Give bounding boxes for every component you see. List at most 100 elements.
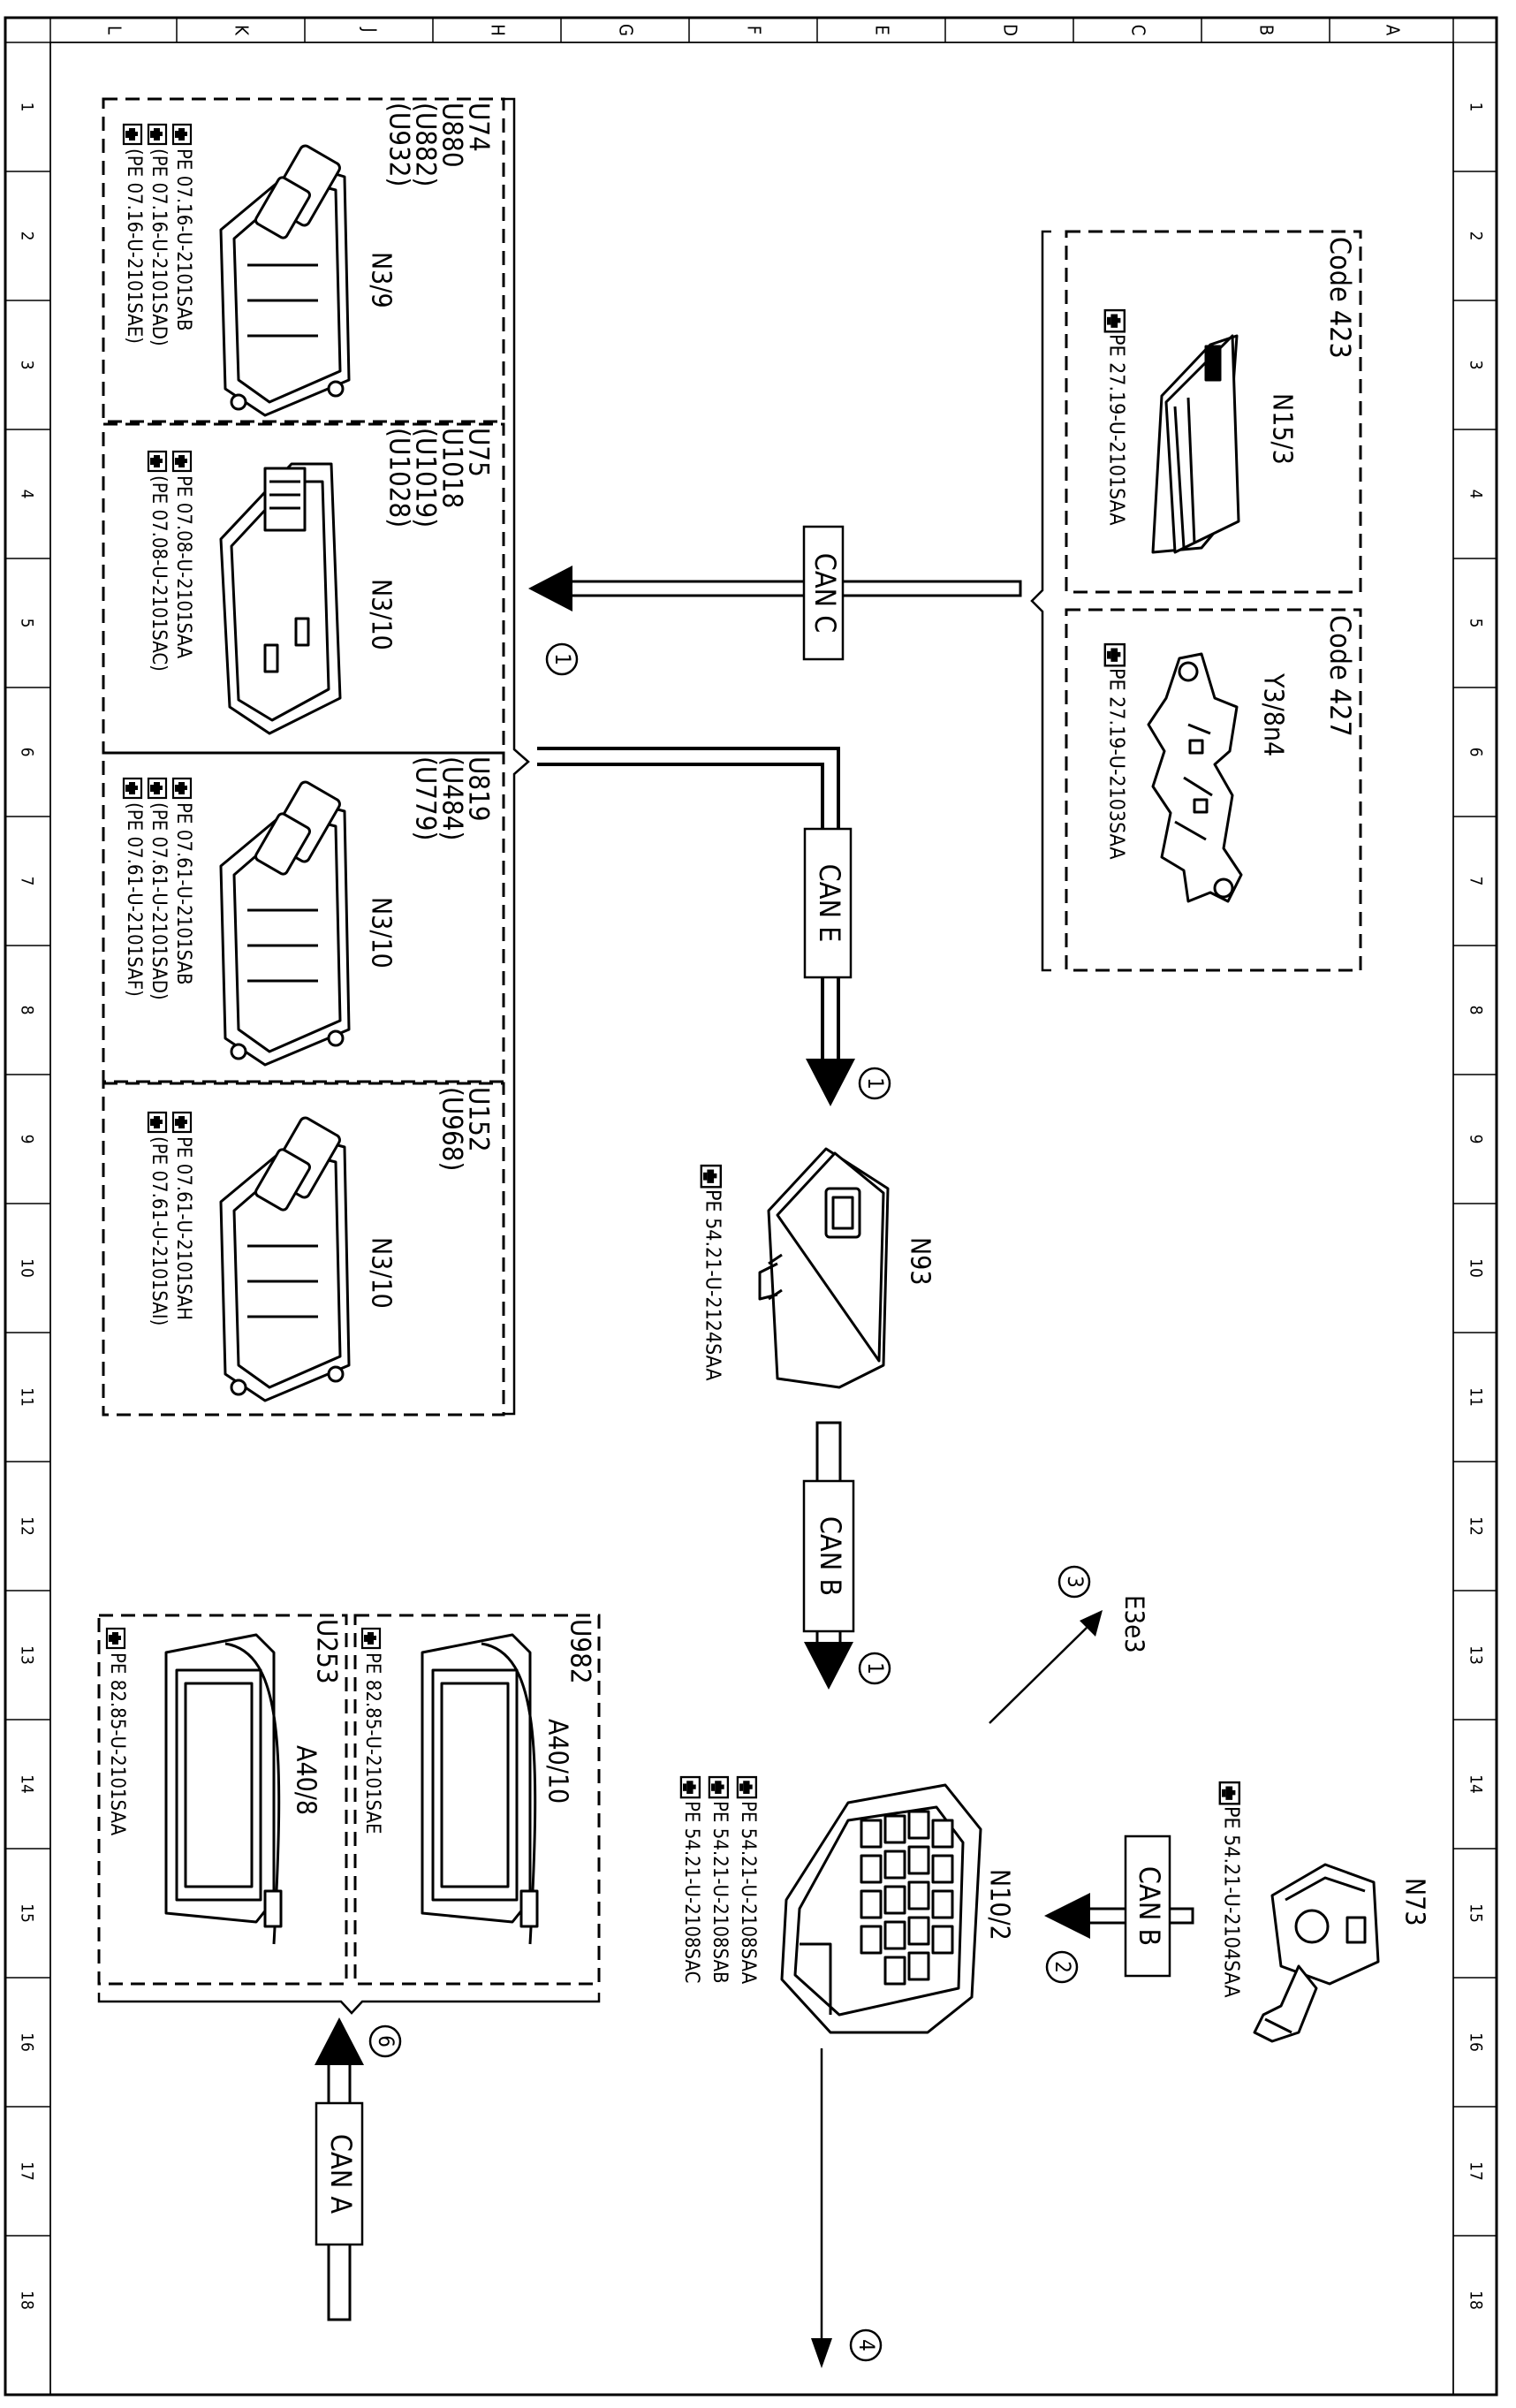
group-u819: U819 (U484) (U779) N3/10 PE 07.61-U-2101… <box>102 751 505 1083</box>
n93-label: N93 <box>905 1237 936 1286</box>
row-num-right-16: 16 <box>1467 2032 1486 2052</box>
row-num-left-12: 12 <box>18 1516 37 1536</box>
n10-2-label: N10/2 <box>984 1869 1015 1941</box>
u819-code-1: U819 <box>463 756 495 822</box>
row-num-right-6: 6 <box>1467 748 1486 757</box>
a40-10-amplifier-icon <box>421 1633 539 1945</box>
n73-pe: PE 54.21-U-2104SAA <box>1220 1806 1243 1998</box>
u75-code-1: U75 <box>463 428 495 477</box>
row-num-left-4: 4 <box>18 490 37 499</box>
row-num-right-3: 3 <box>1467 361 1486 370</box>
row-num-left-15: 15 <box>18 1903 37 1923</box>
group-u982: U982 A40/10 PE 82.85-U-2101SAE <box>353 1614 601 1986</box>
group-u74: U74 U880 (U882) (U932) N3/9 PE 07.16-U-2… <box>102 97 505 423</box>
col-letter-k: K <box>231 25 253 36</box>
n73-ignition-switch-icon <box>1253 1863 1380 2043</box>
row-num-left-16: 16 <box>18 2032 37 2052</box>
group-u152: U152 (U968) N3/10 PE 07.61-U-2101SAH (PE… <box>102 1082 505 1417</box>
row-num-right-18: 18 <box>1467 2290 1486 2310</box>
u253-code: U253 <box>311 1619 343 1684</box>
u819-code-2: (U484) <box>436 756 468 840</box>
continue-arrow-4: 4 <box>811 2048 883 2368</box>
col-letter-h: H <box>488 24 509 36</box>
u74-code-3: (U882) <box>410 103 442 186</box>
row-num-left-14: 14 <box>18 1774 37 1794</box>
can-b-n73-bus: CAN B 2 <box>1044 1834 1194 1984</box>
u152-pe-2: (PE 07.61-U-2101SAI) <box>148 1136 170 1326</box>
u74-pe-2: (PE 07.16-U-2101SAD) <box>148 148 170 346</box>
code-427-label: Code 427 <box>1323 615 1357 737</box>
row-num-left-3: 3 <box>18 361 37 370</box>
u74-code-2: U880 <box>436 103 468 168</box>
row-num-left-18: 18 <box>18 2290 37 2310</box>
can-a-bus: CAN A 6 <box>315 2017 402 2321</box>
u74-code-1: U74 <box>463 103 495 152</box>
row-num-left-5: 5 <box>18 619 37 628</box>
u152-code-2: (U968) <box>436 1087 468 1171</box>
row-numbers: 1 2 3 4 5 6 7 8 9 10 11 12 13 14 15 16 1… <box>18 103 1486 2310</box>
row-num-right-11: 11 <box>1467 1387 1486 1407</box>
can-c-label: CAN C <box>808 553 842 634</box>
n15-3-label: N15/3 <box>1267 393 1298 465</box>
row-num-right-2: 2 <box>1467 232 1486 241</box>
n10-2-component: N10/2 PE 54.21-U-2108SAA PE 54.21-U-2108… <box>679 1775 1015 2034</box>
row-num-left-11: 11 <box>18 1387 37 1407</box>
group-code-423: Code 423 N15/3 PE 27.19-U-2101SAA <box>1065 230 1362 594</box>
can-b-main-bus: CAN B 1 <box>802 1421 891 1690</box>
col-letter-e: E <box>872 25 893 34</box>
row-num-right-13: 13 <box>1467 1645 1486 1665</box>
n15-3-pe: PE 27.19-U-2101SAA <box>1105 334 1128 526</box>
can-e-label: CAN E <box>813 864 846 943</box>
row-num-left-13: 13 <box>18 1645 37 1665</box>
u74-code-4: (U932) <box>383 103 415 186</box>
row-num-right-5: 5 <box>1467 619 1486 628</box>
row-num-left-6: 6 <box>18 748 37 757</box>
n73-component: N73 PE 54.21-U-2104SAA <box>1218 1781 1430 2043</box>
a40-8-amplifier-icon <box>164 1633 283 1945</box>
u253-pe: PE 82.85-U-2101SAA <box>106 1652 128 1836</box>
row-num-left-2: 2 <box>18 232 37 241</box>
marker-6: 6 <box>374 2035 398 2047</box>
n3-10-ecu-icon-b <box>219 780 351 1067</box>
u74-pe-3: (PE 07.16-U-2101SAE) <box>123 148 145 344</box>
u75-code-2: U1018 <box>436 428 468 508</box>
u819-pe-2: (PE 07.61-U-2101SAD) <box>148 802 170 1000</box>
n3-9-ecu-icon <box>219 144 351 417</box>
column-letters: L K J H G F E D C B A <box>104 24 1404 36</box>
u819-code-3: (U779) <box>410 756 442 840</box>
a40-10-label: A40/10 <box>542 1719 573 1804</box>
col-letter-c: C <box>1128 25 1149 36</box>
row-num-right-17: 17 <box>1467 2161 1486 2181</box>
group-code-427: Code 427 Y3/8n4 PE 27.19-U-2103SAA <box>1065 608 1362 972</box>
can-b-main-label: CAN B <box>814 1516 847 1596</box>
y3-8n4-label: Y3/8n4 <box>1258 672 1289 756</box>
n10-2-fuse-box-icon <box>780 1783 982 2034</box>
can-e-bus: CAN E 1 <box>537 747 891 1106</box>
row-num-left-9: 9 <box>18 1135 37 1144</box>
u75-code-3: (U1019) <box>410 428 442 528</box>
e3e3-link: E3e3 3 <box>989 1565 1149 1724</box>
u75-pe-1: PE 07.08-U-2101SAA <box>172 475 194 659</box>
row-num-right-9: 9 <box>1467 1135 1486 1144</box>
col-letter-d: D <box>1000 24 1021 36</box>
u982-code: U982 <box>565 1619 596 1684</box>
row-num-right-7: 7 <box>1467 877 1486 886</box>
marker-1-can-b: 1 <box>863 1662 888 1675</box>
n10-2-pe-2: PE 54.21-U-2108SAB <box>709 1801 731 1984</box>
row-num-left-1: 1 <box>18 103 37 112</box>
u152-code-1: U152 <box>463 1087 495 1152</box>
n10-2-pe-3: PE 54.21-U-2108SAC <box>680 1801 702 1983</box>
bracket-left-group <box>504 97 530 1416</box>
col-letter-j: J <box>360 27 381 32</box>
code-423-label: Code 423 <box>1323 237 1357 359</box>
y3-8n4-pe: PE 27.19-U-2103SAA <box>1105 668 1128 860</box>
group-u75: U75 U1018 (U1019) (U1028) N3/10 PE 07.08… <box>102 422 505 755</box>
u74-pe-1: PE 07.16-U-2101SAB <box>172 148 194 331</box>
row-num-left-10: 10 <box>18 1258 37 1278</box>
bracket-right-group <box>1030 230 1051 972</box>
u819-pe-3: (PE 07.61-U-2101SAF) <box>123 802 145 997</box>
n73-label: N73 <box>1399 1878 1430 1926</box>
u819-pe-1: PE 07.61-U-2101SAB <box>172 802 194 985</box>
can-a-label: CAN A <box>324 2134 358 2214</box>
group-u253: U253 A40/8 PE 82.85-U-2101SAA <box>97 1614 348 1986</box>
